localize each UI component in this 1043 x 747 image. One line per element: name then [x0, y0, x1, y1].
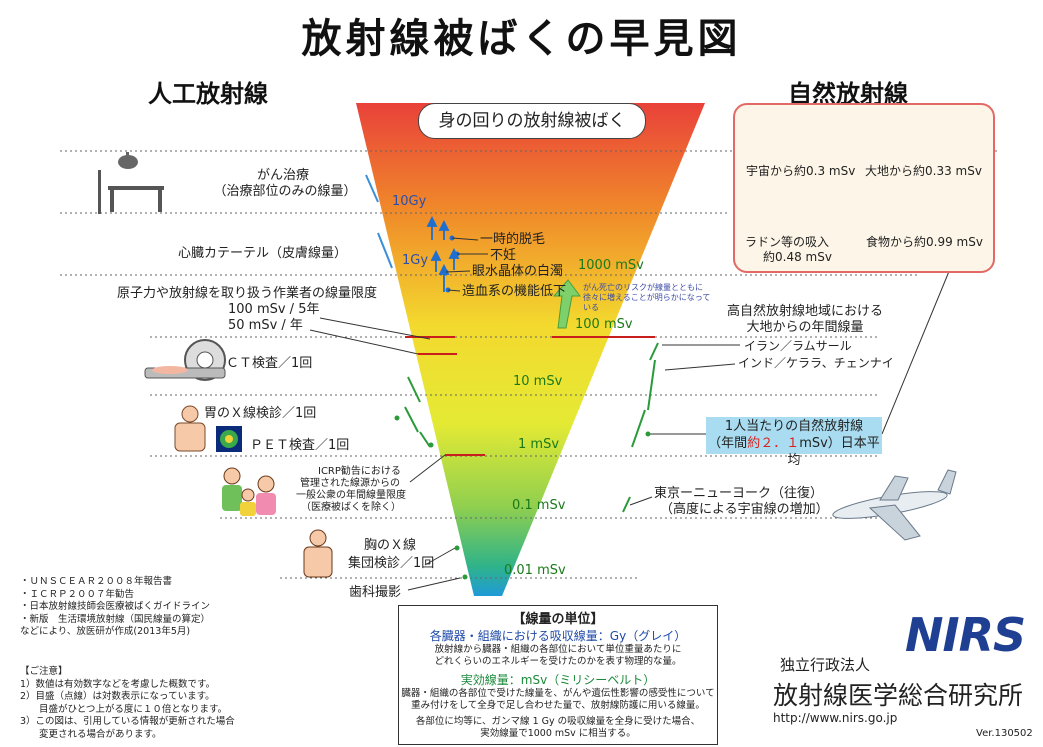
ct-scanner-icon: [144, 339, 226, 381]
label-cardiac-catheter: 心臓カテーテル（皮膚線量）: [178, 246, 348, 261]
label-worker-limit: 原子力や放射線を取り扱う作業者の線量限度: [117, 286, 378, 301]
funnel-title: 身の回りの放射線被ばく: [418, 103, 646, 139]
scale-100msv: 100 mSv: [575, 317, 633, 332]
effect-cataract: 眼水晶体の白濁: [472, 264, 564, 279]
decade-lines: [60, 150, 1000, 579]
chest-xray-patient-icon: [303, 529, 333, 578]
treatment-bed-icon: [98, 152, 164, 214]
leader-lines: [309, 268, 951, 591]
scale-1gy: 1Gy: [402, 253, 429, 268]
label-worker-1y: 50 mSv / 年: [228, 318, 303, 333]
effect-hematopoietic: 造血系の機能低下: [462, 284, 567, 299]
artificial-heading: 人工放射線: [148, 80, 268, 108]
units-heading: 【線量の単位】: [512, 612, 604, 627]
label-dental: 歯科撮影: [349, 585, 402, 600]
scale-1000msv: 1000 mSv: [578, 258, 644, 273]
label-radon-1: ラドン等の吸入: [745, 235, 830, 249]
label-ground: 大地から約0.33 mSv: [865, 164, 982, 178]
effect-arrows: [426, 215, 460, 292]
label-space: 宇宙から約0.3 mSv: [746, 164, 856, 178]
label-high-area-1: 高自然放射線地域における: [726, 304, 883, 319]
label-high-area-2: 大地からの年間線量: [746, 320, 864, 335]
family-icon: [222, 467, 276, 516]
funnel-shape: [356, 103, 705, 596]
scale-001msv: 0.01 mSv: [504, 563, 566, 578]
label-icrp-3: 一般公衆の年間線量限度: [296, 490, 406, 501]
version: Ver.130502: [976, 728, 1033, 739]
label-chest-xray-1: 胸のＸ線: [364, 538, 417, 553]
org-type: 独立行政法人: [780, 656, 871, 674]
org-url[interactable]: http://www.nirs.go.jp: [773, 711, 898, 725]
japan-average-box: 1人当たりの自然放射線 （年間約２．１mSv）日本平均: [706, 417, 882, 468]
label-icrp-1: ICRP勧告における: [318, 466, 401, 477]
effect-hair-loss: 一時的脱毛: [480, 232, 546, 247]
page-title: 放射線被ばくの早見図: [301, 16, 742, 62]
patient-icon: [174, 405, 206, 452]
avg-line-1: 1人当たりの自然放射線: [724, 419, 864, 434]
red-marks: [405, 336, 655, 456]
label-icrp-2: 管理された線源からの: [300, 478, 400, 489]
label-iran: イラン／ラムサール: [744, 339, 852, 353]
label-icrp-4: （医療被ばくを除く）: [301, 502, 401, 513]
label-flight-1: 東京ーニューヨーク（往復）: [654, 486, 824, 501]
org-name: 放射線医学総合研究所: [773, 681, 1024, 710]
avg-line-2: （年間約２．１mSv）日本平均: [708, 436, 880, 468]
pet-scan-icon: [216, 426, 242, 452]
label-flight-2: （高度による宇宙線の増加）: [660, 502, 829, 517]
scale-10msv: 10 mSv: [513, 374, 563, 389]
scale-01msv: 0.1 mSv: [512, 498, 566, 513]
effect-sterility: 不妊: [490, 248, 517, 263]
natural-sources-box: [733, 103, 995, 273]
units-absorbed: 各臓器・組織における吸収線量：Gy（グレイ）: [429, 629, 687, 643]
airplane-icon: [832, 469, 957, 541]
label-radon-2: 約0.48 mSv: [763, 250, 832, 264]
notes-list: 【ご注意】 1）数値は有効数字などを考慮した概数です。 2）目盛（点線）は対数表…: [20, 666, 235, 740]
gy-bars: [365, 174, 393, 269]
references-list: ・ＵＮＳＣＥＡＲ２００８年報告書 ・ＩＣＲＰ２００７年勧告 ・日本放射線技師会医…: [20, 576, 211, 637]
dose-dots: [394, 415, 651, 580]
label-chest-xray-2: 集団検診／1回: [348, 556, 435, 571]
units-effective: 実効線量：mSv（ミリシーベルト）: [460, 673, 656, 687]
scale-1msv: 1 mSv: [518, 437, 560, 452]
label-food: 食物から約0.99 mSv: [866, 235, 983, 249]
label-ct: ＣＴ検査／1回: [226, 356, 313, 371]
units-box: 【線量の単位】 各臓器・組織における吸収線量：Gy（グレイ） 放射線から臓器・組…: [398, 605, 718, 745]
scale-10gy: 10Gy: [392, 194, 427, 209]
label-cancer-therapy-note: （治療部位のみの線量）: [213, 184, 357, 199]
label-worker-5y: 100 mSv / 5年: [228, 302, 320, 317]
cancer-arrow: [552, 279, 581, 329]
label-pet: ＰＥＴ検査／1回: [250, 438, 350, 453]
label-cancer-therapy: がん治療: [256, 168, 309, 183]
msv-bars: [404, 342, 659, 513]
label-stomach-xray: 胃のＸ線検診／1回: [204, 406, 317, 421]
label-india: インド／ケララ、チェンナイ: [738, 356, 894, 370]
effect-leaders: [445, 237, 488, 292]
effect-cancer-risk: がん死亡のリスクが線量とともに徐々に増えることが明らかになっている: [583, 283, 711, 312]
nirs-logo: NIRS: [905, 608, 1026, 662]
